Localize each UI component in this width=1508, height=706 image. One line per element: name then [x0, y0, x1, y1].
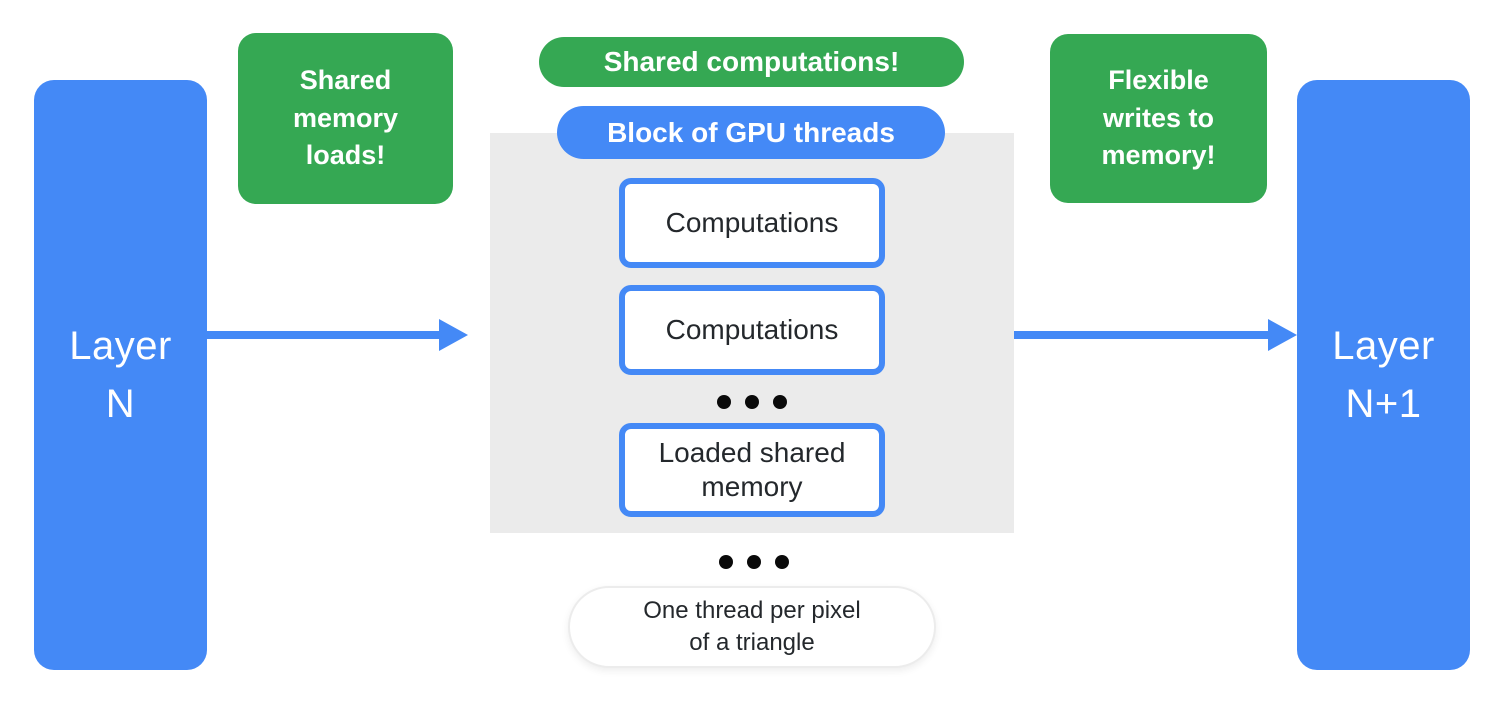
computations-box-1: Computations: [619, 178, 885, 268]
loaded-shared-memory-box: Loaded shared memory: [619, 423, 885, 517]
ellipsis-icon: [0, 555, 1508, 569]
ellipsis-icon: [490, 395, 1014, 409]
dot-icon: [747, 555, 761, 569]
dot-icon: [775, 555, 789, 569]
computations-box-2: Computations: [619, 285, 885, 375]
arrow-block-to-layer-n-plus-1: [1014, 319, 1297, 351]
arrow-head-icon: [1268, 319, 1297, 351]
layer-n-plus-1-box: Layer N+1: [1297, 80, 1470, 670]
layer-n-box: Layer N: [34, 80, 207, 670]
callout-flexible-writes: Flexible writes to memory!: [1050, 34, 1267, 203]
gpu-block-container: Computations Computations Loaded shared …: [490, 133, 1014, 533]
dot-icon: [773, 395, 787, 409]
dot-icon: [745, 395, 759, 409]
callout-shared-computations: Shared computations!: [539, 37, 964, 87]
arrow-layer-n-to-block: [207, 319, 468, 351]
gpu-block-label: Block of GPU threads: [557, 106, 945, 159]
arrow-head-icon: [439, 319, 468, 351]
arrow-line: [207, 331, 441, 339]
footnote-one-thread-per-pixel: One thread per pixel of a triangle: [568, 586, 936, 668]
callout-shared-memory-loads: Shared memory loads!: [238, 33, 453, 204]
dot-icon: [717, 395, 731, 409]
arrow-line: [1014, 331, 1270, 339]
dot-icon: [719, 555, 733, 569]
